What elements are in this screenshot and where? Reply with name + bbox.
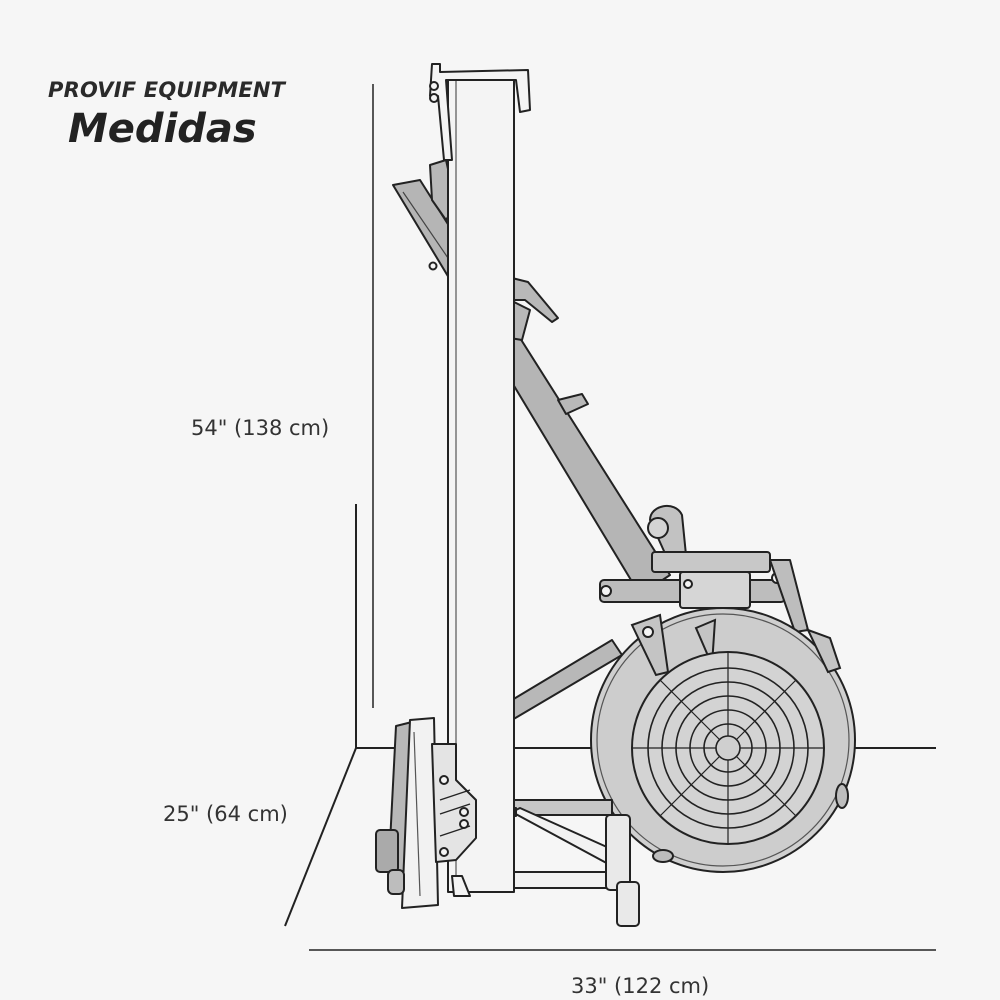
brand-label: PROVIF EQUIPMENT — [48, 78, 286, 102]
page-title: Medidas — [68, 106, 257, 152]
depth-dimension-label: 25" (64 cm) — [163, 802, 288, 826]
fan-grille-icon — [631, 651, 825, 845]
floor-lines — [284, 504, 936, 927]
rear-frame — [509, 799, 640, 927]
height-dimension-label: 54" (138 cm) — [191, 416, 330, 440]
foot-stretcher — [375, 717, 477, 909]
monorail — [429, 63, 531, 893]
width-dimension-label: 33" (122 cm) — [571, 974, 710, 998]
handle-assembly — [599, 505, 809, 633]
seat-rail — [392, 179, 671, 596]
